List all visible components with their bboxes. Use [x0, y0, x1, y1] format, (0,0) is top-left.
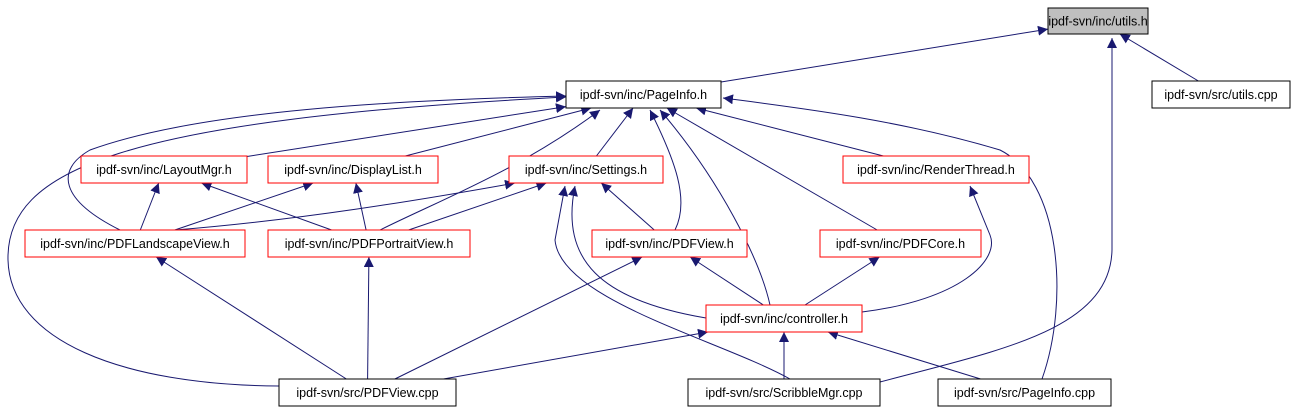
node-renderthread-h[interactable]: ipdf-svn/inc/RenderThread.h	[842, 155, 1030, 184]
node-box	[1047, 7, 1149, 35]
edge-controller_h-to-pdfcore_h	[804, 256, 880, 306]
node-box	[278, 378, 457, 407]
edge-pdfportraitview_h-to-settings_h	[408, 181, 547, 231]
edge-pdfview_h-to-settings_h	[600, 182, 655, 231]
node-src-pageinfo-cpp[interactable]: ipdf-svn/src/PageInfo.cpp	[937, 378, 1112, 407]
edge-src_pdfview_cpp-to-controller_h	[443, 328, 709, 380]
node-label: ipdf-svn/inc/utils.h	[1048, 15, 1147, 29]
edge-src_utils_cpp-to-utils_h	[1119, 33, 1199, 82]
edge-pdflandscapeview_h-to-settings_h	[174, 179, 516, 231]
node-box	[842, 155, 1030, 184]
node-controller-h[interactable]: ipdf-svn/inc/controller.h	[705, 304, 863, 333]
node-box	[508, 155, 664, 184]
node-label: ipdf-svn/inc/PDFLandscapeView.h	[40, 237, 230, 251]
edge-displaylist_h-to-pageinfo_h	[405, 105, 592, 157]
node-label: ipdf-svn/inc/PDFPortraitView.h	[285, 237, 454, 251]
node-settings-h[interactable]: ipdf-svn/inc/Settings.h	[508, 155, 664, 184]
node-box	[1151, 80, 1291, 109]
node-utils-h: ipdf-svn/inc/utils.h	[1047, 7, 1149, 35]
node-layoutmgr-h[interactable]: ipdf-svn/inc/LayoutMgr.h	[80, 155, 248, 184]
node-pageinfo-h[interactable]: ipdf-svn/inc/PageInfo.h	[565, 80, 722, 109]
edge-layer	[7, 25, 1199, 387]
edge-settings_h-to-pageinfo_h	[596, 107, 634, 157]
edge-pageinfo_h-to-utils_h	[720, 25, 1049, 83]
edge-src_pdfview_cpp-to-pdfview_h	[394, 256, 643, 380]
edge-src_scribblemgr_cpp-to-settings_h	[554, 185, 791, 380]
node-label: ipdf-svn/src/ScribbleMgr.cpp	[705, 386, 862, 400]
edge-pdflandscapeview_h-to-layoutmgr_h	[139, 182, 160, 231]
node-label: ipdf-svn/inc/controller.h	[720, 312, 848, 326]
node-label: ipdf-svn/inc/PageInfo.h	[580, 88, 707, 102]
node-label: ipdf-svn/inc/DisplayList.h	[284, 163, 422, 177]
node-box	[687, 378, 881, 407]
edge-controller_h-to-pageinfo_h	[659, 109, 771, 306]
edge-renderthread_h-to-pageinfo_h	[695, 105, 884, 157]
node-box	[565, 80, 722, 109]
edge-src_pageinfo_cpp-to-controller_h	[827, 330, 981, 380]
edge-pdfcore_h-to-pageinfo_h	[666, 107, 878, 231]
edge-pdfportraitview_h-to-layoutmgr_h	[201, 181, 332, 231]
node-box	[24, 229, 246, 258]
edge-src_pdfview_cpp-to-pdfportraitview_h	[363, 256, 374, 380]
node-label: ipdf-svn/inc/Settings.h	[525, 163, 647, 177]
node-pdflandscapeview-h[interactable]: ipdf-svn/inc/PDFLandscapeView.h	[24, 229, 246, 258]
node-label: ipdf-svn/src/PDFView.cpp	[296, 386, 438, 400]
edge-src_pdfview_cpp-to-pageinfo_h	[7, 92, 567, 387]
edge-layoutmgr_h-to-pageinfo_h	[246, 103, 567, 157]
node-label: ipdf-svn/inc/RenderThread.h	[857, 163, 1015, 177]
node-label: ipdf-svn/inc/LayoutMgr.h	[96, 163, 232, 177]
edge-pdfportraitview_h-to-displaylist_h	[353, 182, 367, 231]
edge-controller_h-to-renderthread_h	[861, 185, 992, 313]
node-box	[705, 304, 863, 333]
edge-pdflandscapeview_h-to-displaylist_h	[174, 181, 314, 231]
node-displaylist-h[interactable]: ipdf-svn/inc/DisplayList.h	[267, 155, 439, 184]
edge-src_pageinfo_cpp-to-pageinfo_h	[722, 94, 1058, 380]
node-layer: ipdf-svn/inc/utils.h ipdf-svn/src/utils.c…	[24, 7, 1291, 407]
node-box	[267, 229, 471, 258]
node-label: ipdf-svn/inc/PDFCore.h	[836, 237, 965, 251]
edge-src_scribblemgr_cpp-to-utils_h	[879, 38, 1117, 383]
node-label: ipdf-svn/src/utils.cpp	[1164, 88, 1277, 102]
edge-pdfportraitview_h-to-pageinfo_h	[379, 109, 601, 231]
node-box	[80, 155, 248, 184]
node-box	[267, 155, 439, 184]
edge-controller_h-to-settings_h	[568, 185, 707, 319]
node-pdfportraitview-h[interactable]: ipdf-svn/inc/PDFPortraitView.h	[267, 229, 471, 258]
edge-controller_h-to-pdfview_h	[689, 256, 764, 306]
edge-src_pdfview_cpp-to-pdflandscapeview_h	[155, 256, 347, 380]
node-box	[819, 229, 982, 258]
node-pdfview-h[interactable]: ipdf-svn/inc/PDFView.h	[591, 229, 748, 258]
edge-pdflandscapeview_h-to-pageinfo_h	[67, 91, 567, 231]
node-pdfcore-h[interactable]: ipdf-svn/inc/PDFCore.h	[819, 229, 982, 258]
node-src-scribblemgr-cpp[interactable]: ipdf-svn/src/ScribbleMgr.cpp	[687, 378, 881, 407]
node-box	[591, 229, 748, 258]
node-src-utils-cpp[interactable]: ipdf-svn/src/utils.cpp	[1151, 80, 1291, 109]
node-label: ipdf-svn/inc/PDFView.h	[605, 237, 733, 251]
node-src-pdfview-cpp[interactable]: ipdf-svn/src/PDFView.cpp	[278, 378, 457, 407]
node-label: ipdf-svn/src/PageInfo.cpp	[954, 386, 1095, 400]
node-box	[937, 378, 1112, 407]
edge-pdfview_h-to-pageinfo_h	[649, 109, 682, 231]
